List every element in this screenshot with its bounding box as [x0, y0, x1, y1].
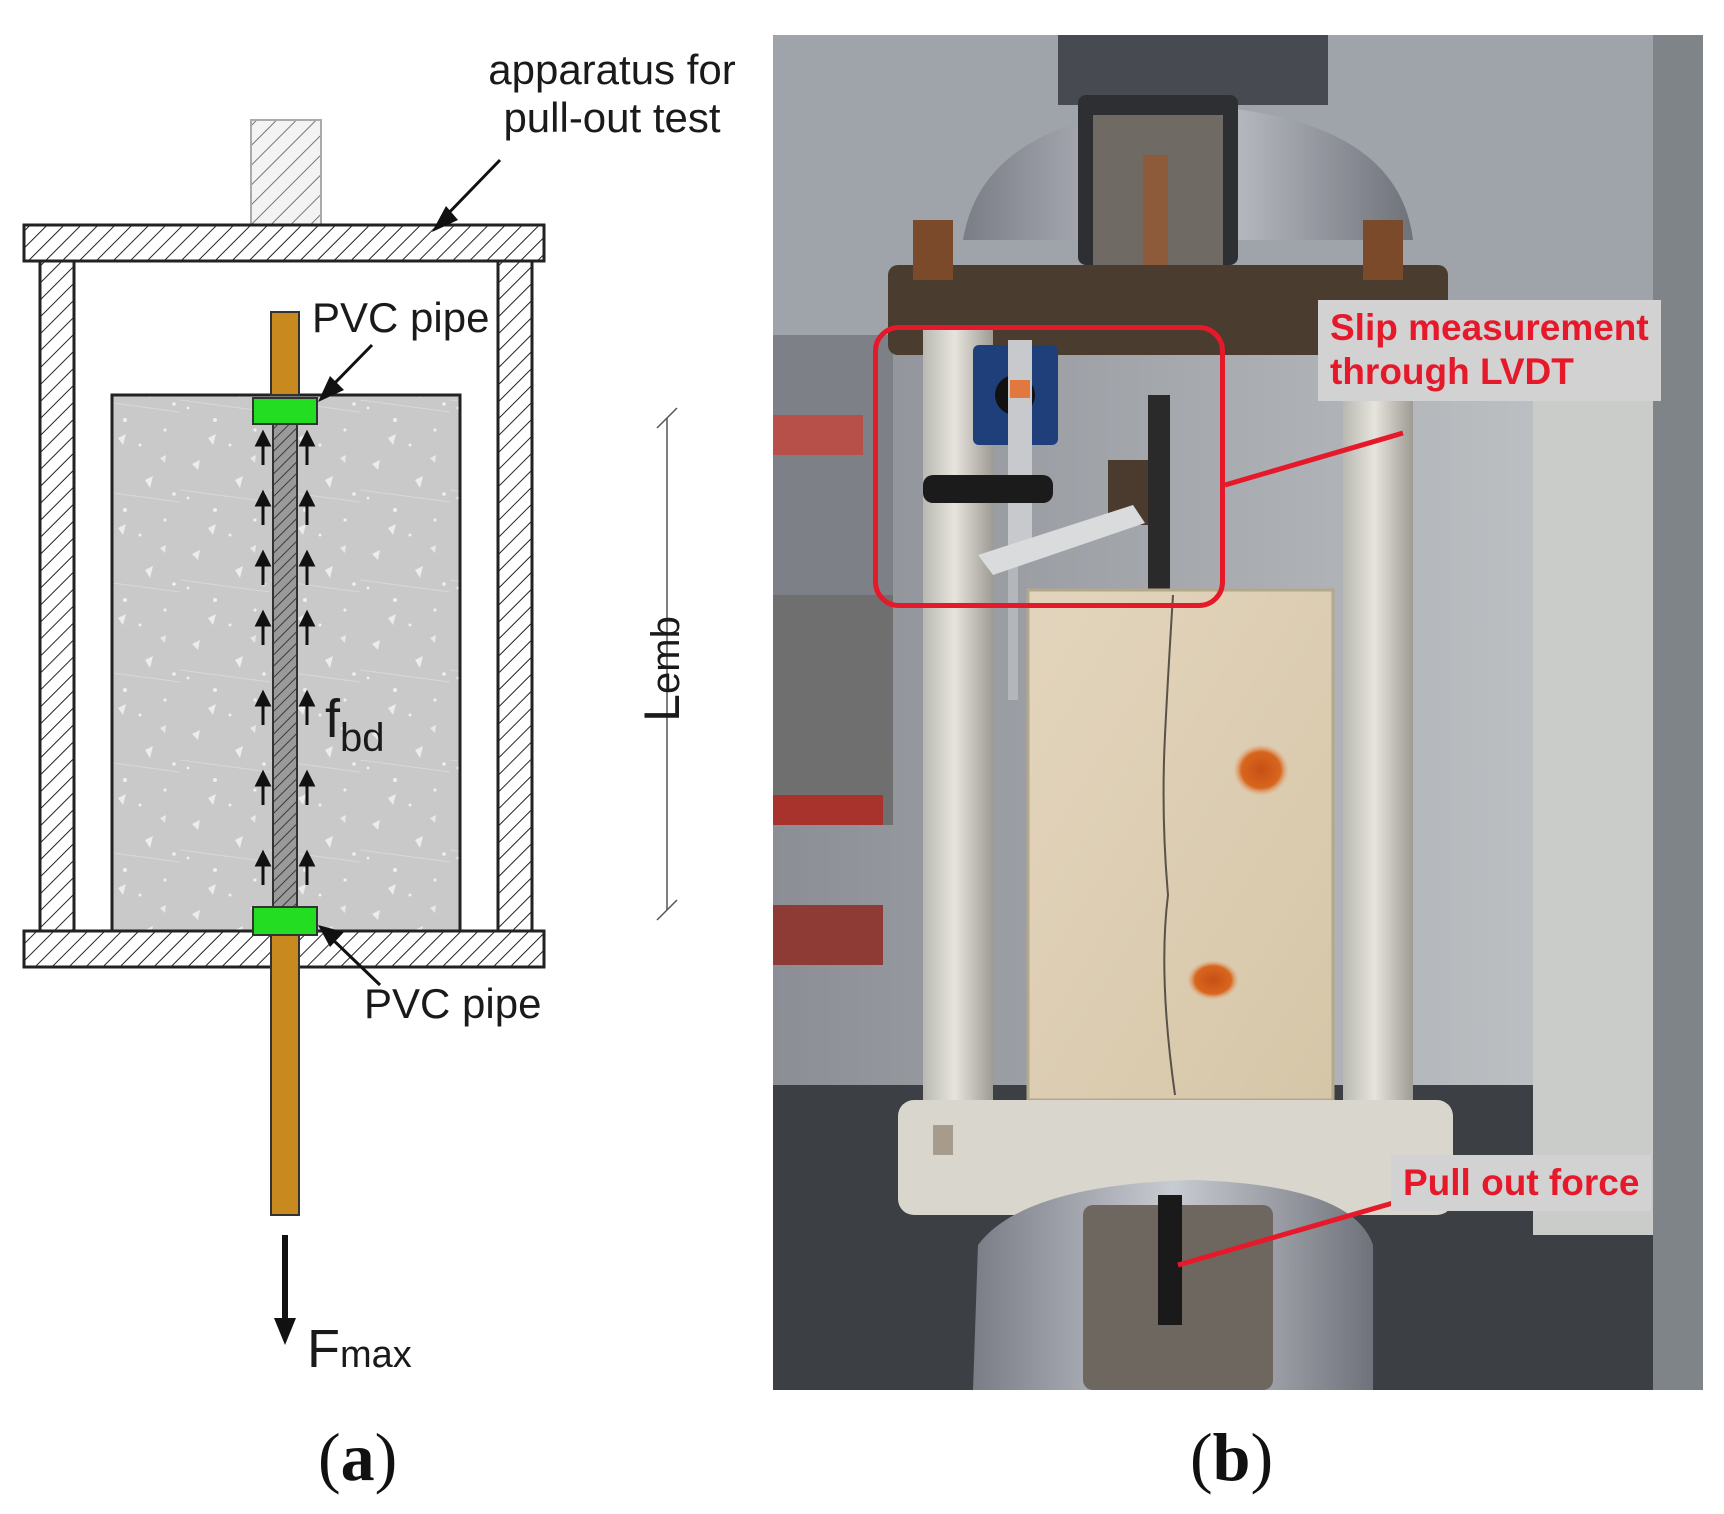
- lvdt-highlight-box: [873, 325, 1225, 608]
- left-wall: [38, 259, 76, 933]
- slip-callout-line2: through LVDT: [1330, 351, 1574, 393]
- embedment-base: L: [634, 694, 690, 722]
- fmax-arrow-head: [274, 1318, 296, 1345]
- embedded-bar: [272, 422, 298, 909]
- bond-stress-base: f: [325, 689, 341, 749]
- pullout-schematic: [22, 119, 678, 1345]
- pvc-pipe-top-label: PVC pipe: [312, 294, 490, 341]
- pvc-pipe-bottom-label: PVC pipe: [364, 980, 542, 1027]
- panel-label-b: (b): [1190, 1419, 1274, 1495]
- panel-letter-a: a: [340, 1419, 375, 1495]
- test-setup-photo: Slip measurement through LVDT Pull out f…: [773, 35, 1703, 1390]
- pvc-bottom-leader: [326, 933, 382, 987]
- fmax-label: Fmax: [307, 1318, 412, 1380]
- bond-arrows-left: [254, 429, 272, 885]
- slip-leader-line: [1224, 430, 1404, 488]
- rebar-bottom: [270, 930, 300, 1216]
- pvc-bottom-leader-head: [318, 925, 344, 947]
- top-grip-block: [250, 119, 322, 226]
- slip-callout-line1: Slip measurement: [1330, 307, 1649, 348]
- embedment-length-label: Lemb: [633, 569, 691, 769]
- bond-arrows-right: [298, 429, 316, 885]
- pvc-pipe-top: [252, 397, 318, 425]
- slip-measurement-callout: Slip measurement through LVDT: [1318, 300, 1661, 401]
- pull-out-force-callout: Pull out force: [1391, 1155, 1652, 1212]
- apparatus-label-line1: apparatus for: [488, 46, 736, 93]
- bond-stress-label: fbd: [325, 688, 385, 760]
- apparatus-label: apparatus for pull-out test: [462, 46, 762, 143]
- pvc-top-leader-head: [318, 376, 344, 402]
- embedment-sub: emb: [644, 616, 688, 694]
- force-sub: max: [340, 1334, 412, 1376]
- rebar-top: [270, 311, 300, 396]
- pvc-pipe-bottom: [252, 906, 318, 936]
- panel-label-a: (a): [318, 1419, 398, 1495]
- panel-letter-b: b: [1212, 1419, 1251, 1495]
- right-wall: [496, 259, 534, 933]
- force-base: F: [307, 1319, 340, 1379]
- pull-leader-line: [1177, 1200, 1394, 1268]
- apparatus-label-line2: pull-out test: [503, 94, 721, 142]
- bond-stress-sub: bd: [340, 716, 385, 760]
- apparatus-leader-head: [432, 206, 458, 232]
- top-plate: [22, 223, 546, 263]
